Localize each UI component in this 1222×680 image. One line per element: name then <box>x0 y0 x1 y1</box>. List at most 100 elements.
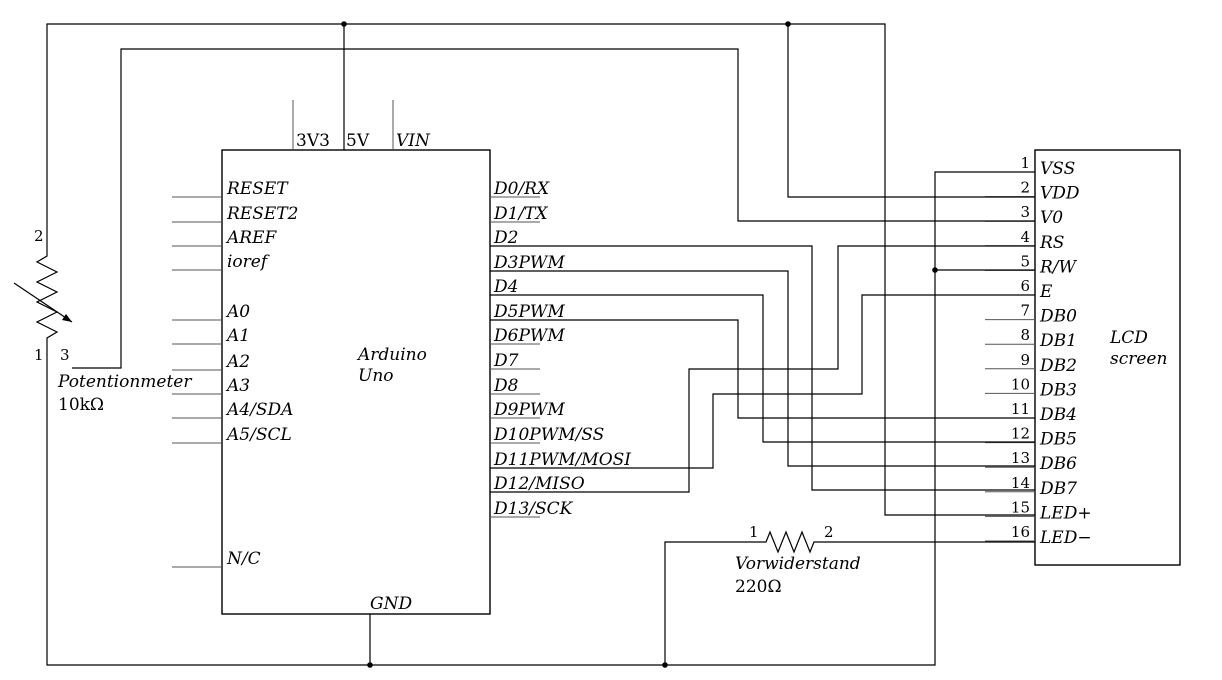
arduino-top-pin-vin: VIN <box>396 131 431 151</box>
arduino-left-pin-label: ioref <box>227 252 270 272</box>
lcd-pin-number: 9 <box>1020 351 1030 369</box>
lcd-pin-number: 8 <box>1020 326 1030 344</box>
lcd-pin-number: 14 <box>1011 474 1030 492</box>
lcd-pin-label: DB3 <box>1039 380 1077 400</box>
resistor-value: 220Ω <box>735 577 782 597</box>
potentiometer-pin2-number: 2 <box>34 227 44 245</box>
arduino-body <box>221 149 491 615</box>
resistor-pin2-number: 2 <box>824 523 834 541</box>
wire-resistor-gnd <box>664 541 758 665</box>
lcd-pin-label: DB6 <box>1039 454 1077 474</box>
lcd-pin-number: 12 <box>1011 425 1030 443</box>
lcd-pin-number: 7 <box>1020 302 1030 320</box>
arduino-left-pin-label: A1 <box>225 326 250 346</box>
arduino-name-line2: Uno <box>358 366 394 386</box>
lcd-pin-number: 11 <box>1011 400 1030 418</box>
arduino-top-pin-3v3: 3V3 <box>296 131 330 151</box>
potentiometer-zigzag <box>35 250 59 350</box>
potentiometer-pin1-number: 1 <box>34 346 44 364</box>
lcd-pin-number: 3 <box>1020 203 1030 221</box>
lcd-pin-label: DB7 <box>1039 479 1077 499</box>
junction-dot <box>785 21 791 27</box>
resistor-pin1-number: 1 <box>749 523 759 541</box>
arduino-right-pin-label: D4 <box>493 277 518 297</box>
lcd-pin-number: 13 <box>1011 449 1030 467</box>
lcd-pin-number: 1 <box>1020 154 1030 172</box>
potentiometer-value: 10kΩ <box>58 395 104 415</box>
junction-dot <box>341 21 347 27</box>
arduino-left-pin-label: A5/SCL <box>225 425 292 445</box>
junction-dot <box>662 662 668 668</box>
wire-gnd-rail <box>46 171 1035 666</box>
arduino-left-pin-label: AREF <box>225 228 277 248</box>
lcd-pin-number: 5 <box>1020 252 1030 270</box>
wire-vdd <box>787 24 1035 198</box>
lcd-pin-label: LED+ <box>1039 503 1092 523</box>
arduino-left-pin-label: A3 <box>225 376 250 396</box>
arduino-left-pin-label: RESET <box>226 179 289 199</box>
junctions <box>341 21 938 668</box>
wire-d2-db7 <box>490 245 1035 491</box>
wires <box>46 23 1035 666</box>
lcd-pin-label: DB2 <box>1039 356 1077 376</box>
wire-v0 <box>72 48 1035 369</box>
arduino-left-pin-label: RESET2 <box>226 204 298 224</box>
lcd-name-line1: LCD <box>1109 328 1148 348</box>
lcd-pin-number: 15 <box>1011 498 1030 516</box>
potentiometer-name: Potentionmeter <box>57 372 192 392</box>
lcd-body <box>1034 149 1181 566</box>
lcd-pin-label: DB0 <box>1039 307 1077 327</box>
lcd-pin-number: 16 <box>1011 523 1030 541</box>
junction-dot <box>932 267 938 273</box>
lcd-pin-label: DB4 <box>1039 405 1077 425</box>
arduino-right-pin-label: D6PWM <box>493 326 565 346</box>
lcd-pin-label: LED− <box>1039 528 1092 548</box>
lcd-pin-number: 6 <box>1020 277 1030 295</box>
wire-d12-rs <box>490 245 1035 493</box>
lcd-pin-label: VSS <box>1040 159 1075 179</box>
arduino-top-pin-5v: 5V <box>346 131 370 151</box>
arduino-right-pin-label: D0/RX <box>493 179 550 199</box>
junction-dot <box>367 662 373 668</box>
arduino-left-pin-label: A0 <box>225 302 250 322</box>
arduino-right-pin-label: D7 <box>493 351 519 371</box>
arduino-right-pin-label: D5PWM <box>493 302 565 322</box>
resistor-name: Vorwiderstand <box>735 554 861 574</box>
lcd-pin-label: E <box>1039 282 1053 302</box>
lcd-pin-label: RS <box>1039 233 1064 253</box>
wire-d11-e <box>490 294 1035 469</box>
lcd-name-line2: screen <box>1110 349 1167 369</box>
arduino-name-line1: Arduino <box>356 345 427 365</box>
lcd-pin-number: 4 <box>1020 228 1030 246</box>
arduino-right-pin-label: D10PWM/SS <box>493 425 604 445</box>
lcd-pin-label: DB5 <box>1039 430 1077 450</box>
resistor-zigzag <box>758 530 822 554</box>
arduino-right-pin-label: D3PWM <box>493 253 565 273</box>
arduino-right-pin-label: D2 <box>493 228 518 248</box>
lcd-pin-label: DB1 <box>1039 331 1077 351</box>
arduino-right-pin-label: D1/TX <box>493 204 549 224</box>
arduino-left-pin-label: N/C <box>226 549 261 569</box>
arduino-right-pin-label: D12/MISO <box>493 474 585 494</box>
potentiometer: 2 1 3 Potentionmeter 10kΩ <box>13 227 192 415</box>
arduino-uno: 3V3 5V VIN RESETRESET2AREFiorefA0A1A2A3A… <box>172 24 631 665</box>
series-resistor: 1 2 Vorwiderstand 220Ω <box>735 523 861 597</box>
lcd-pin-number: 2 <box>1020 179 1030 197</box>
arduino-right-pin-label: D13/SCK <box>493 499 574 519</box>
arduino-right-pin-label: D11PWM/MOSI <box>493 450 631 470</box>
arduino-right-pin-label: D8 <box>493 376 519 396</box>
lcd-pin-label: V0 <box>1040 208 1063 228</box>
arduino-right-pin-label: D9PWM <box>493 400 565 420</box>
potentiometer-arrow-shaft <box>13 282 73 323</box>
lcd-pin-number: 10 <box>1011 375 1030 393</box>
arduino-left-pin-label: A4/SDA <box>225 400 293 420</box>
arduino-left-pin-label: A2 <box>225 352 250 372</box>
potentiometer-arrow-head <box>62 314 72 322</box>
potentiometer-pin3-number: 3 <box>60 346 70 364</box>
lcd-pin-label: R/W <box>1039 257 1078 277</box>
